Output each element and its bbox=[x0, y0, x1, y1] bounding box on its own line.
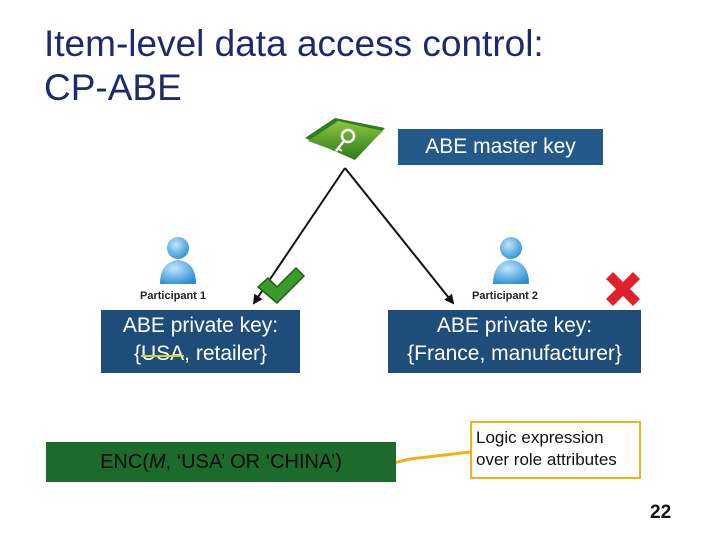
participant-2-private-key: ABE private key: {France, manufacturer} bbox=[388, 310, 641, 373]
private-key-1-line-1: ABE private key: bbox=[122, 314, 279, 337]
participant-1-icon bbox=[160, 237, 196, 284]
check-icon bbox=[256, 266, 306, 305]
enc-policy: , ‘USA’ OR ‘CHINA’) bbox=[165, 451, 342, 473]
page-number: 22 bbox=[650, 502, 672, 523]
annotation-line-1: Logic expression bbox=[476, 428, 604, 447]
enc-prefix: ENC( bbox=[100, 451, 149, 473]
cross-icon bbox=[606, 272, 640, 306]
encryption-box: ENC(M, ‘USA’ OR ‘CHINA’) bbox=[46, 442, 396, 482]
private-key-2-line-1: ABE private key: bbox=[436, 314, 593, 337]
title-line-2: CP-ABE bbox=[44, 67, 182, 108]
brace-open: { bbox=[133, 342, 141, 365]
page-title: Item-level data access control: CP-ABE bbox=[44, 22, 684, 110]
annotation-connector bbox=[384, 450, 471, 467]
master-key-box: ABE master key bbox=[398, 129, 603, 165]
usa-text: USA bbox=[140, 342, 185, 365]
folder-key-icon bbox=[305, 118, 385, 160]
title-line-1: Item-level data access control: bbox=[44, 23, 544, 64]
participant-1-private-key: ABE private key: {USA, retailer} bbox=[101, 310, 300, 373]
private-key-1-line-2: {USA, retailer} bbox=[101, 340, 300, 368]
usa-attribute: USA bbox=[140, 340, 185, 368]
enc-message: M bbox=[148, 451, 166, 473]
participant-2-icon bbox=[493, 237, 529, 284]
participant-1-label: Participant 1 bbox=[140, 290, 207, 302]
retailer-text: , retailer} bbox=[184, 342, 268, 365]
annotation-line-2: over role attributes bbox=[476, 450, 617, 469]
usa-highlight-strike bbox=[140, 355, 185, 358]
private-key-2-line-2: {France, manufacturer} bbox=[407, 342, 622, 365]
arrow-to-participant-2 bbox=[344, 167, 455, 305]
participant-2-label: Participant 2 bbox=[472, 290, 539, 302]
logic-annotation: Logic expression over role attributes bbox=[470, 421, 641, 479]
